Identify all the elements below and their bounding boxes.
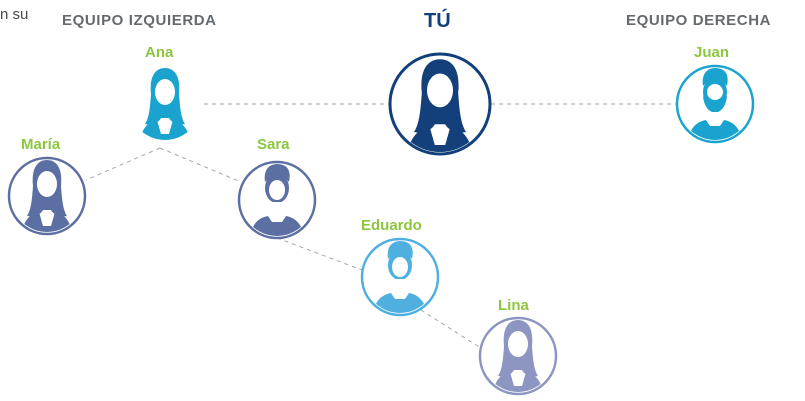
avatar-juan xyxy=(675,64,755,144)
name-sara: Sara xyxy=(257,136,290,153)
avatar-tu xyxy=(388,52,492,156)
name-juan: Juan xyxy=(694,44,730,61)
name-ana: Ana xyxy=(145,44,174,61)
left-team-heading: EQUIPO IZQUIERDA xyxy=(62,12,217,29)
avatar-lina xyxy=(478,316,558,396)
you-heading: TÚ xyxy=(424,10,451,32)
avatar-ana xyxy=(129,68,201,140)
connector-ana-sara xyxy=(159,147,242,183)
right-team-heading: EQUIPO DERECHA xyxy=(626,12,772,29)
connector-eduardo-lina xyxy=(420,309,488,353)
connector-ana-maria xyxy=(85,147,161,181)
cropped-text-fragment: n su xyxy=(0,6,29,23)
name-lina: Lina xyxy=(498,297,529,314)
name-maria: María xyxy=(21,136,61,153)
avatar-maria xyxy=(7,156,87,236)
connector-sara-eduardo xyxy=(276,237,363,271)
name-eduardo: Eduardo xyxy=(361,217,422,234)
avatar-sara xyxy=(237,160,317,240)
avatar-eduardo xyxy=(360,237,440,317)
